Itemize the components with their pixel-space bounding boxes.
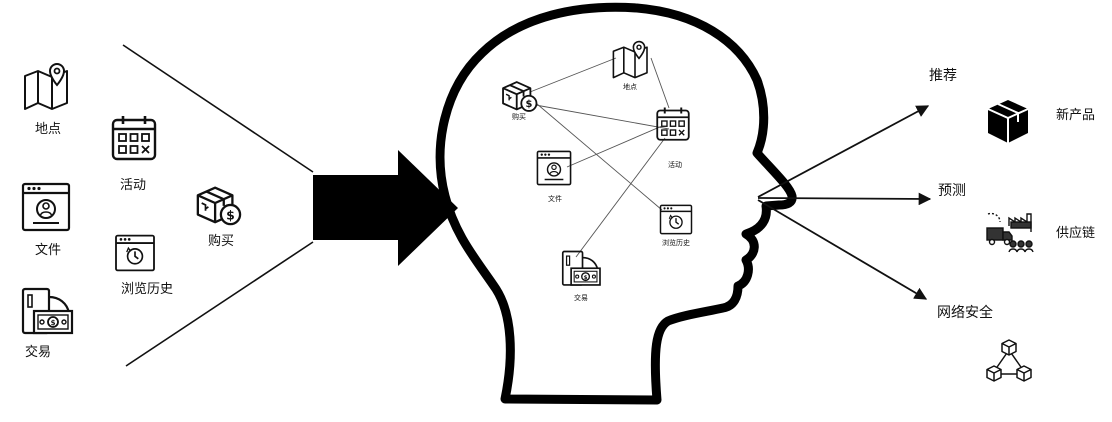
label-forecast: 预测 bbox=[938, 183, 966, 199]
box-icon bbox=[987, 100, 1029, 143]
card-cash-icon bbox=[21, 287, 74, 335]
label-recommend: 推荐 bbox=[929, 68, 957, 84]
output-arrow-cybersecurity bbox=[757, 199, 928, 300]
brain-label-file: 文件 bbox=[548, 195, 562, 203]
label-new-product: 新产品 bbox=[1056, 108, 1096, 123]
label-transaction: 交易 bbox=[25, 345, 52, 360]
brain-map-pin-icon bbox=[612, 40, 648, 79]
brain-label-location: 地点 bbox=[623, 83, 637, 91]
brain-browser-clock-icon bbox=[659, 204, 693, 235]
label-browsing-history: 浏览历史 bbox=[121, 282, 174, 297]
browser-profile-icon bbox=[21, 182, 71, 232]
network-cubes-icon bbox=[986, 339, 1032, 382]
brain-browser-profile-icon bbox=[536, 150, 572, 186]
brain-label-purchase: 购买 bbox=[512, 113, 526, 121]
brain-network bbox=[529, 57, 670, 258]
brain-card-cash-icon bbox=[561, 250, 601, 286]
big-input-arrow bbox=[313, 150, 458, 266]
head-outline bbox=[435, 2, 797, 405]
supply-chain-icon bbox=[986, 212, 1034, 253]
output-arrow-recommend bbox=[757, 105, 930, 198]
brain-label-browsing-history: 浏览历史 bbox=[662, 239, 690, 247]
browser-clock-icon bbox=[115, 234, 155, 272]
brain-label-activity: 活动 bbox=[668, 161, 682, 169]
label-location: 地点 bbox=[35, 122, 62, 137]
brain-calendar-icon bbox=[656, 106, 690, 141]
output-arrow-forecast bbox=[757, 192, 932, 206]
map-pin-icon bbox=[24, 63, 68, 110]
funnel-line-bottom bbox=[125, 241, 314, 367]
package-dollar-icon bbox=[196, 186, 242, 226]
label-purchase: 购买 bbox=[208, 234, 235, 249]
label-activity: 活动 bbox=[120, 178, 147, 193]
calendar-icon bbox=[111, 114, 157, 161]
funnel-line-top bbox=[122, 44, 314, 173]
label-cybersecurity: 网络安全 bbox=[937, 305, 993, 321]
label-file: 文件 bbox=[35, 243, 62, 258]
brain-label-transaction: 交易 bbox=[574, 294, 588, 302]
label-supply-chain: 供应链 bbox=[1056, 226, 1096, 241]
brain-package-dollar-icon bbox=[502, 81, 538, 112]
